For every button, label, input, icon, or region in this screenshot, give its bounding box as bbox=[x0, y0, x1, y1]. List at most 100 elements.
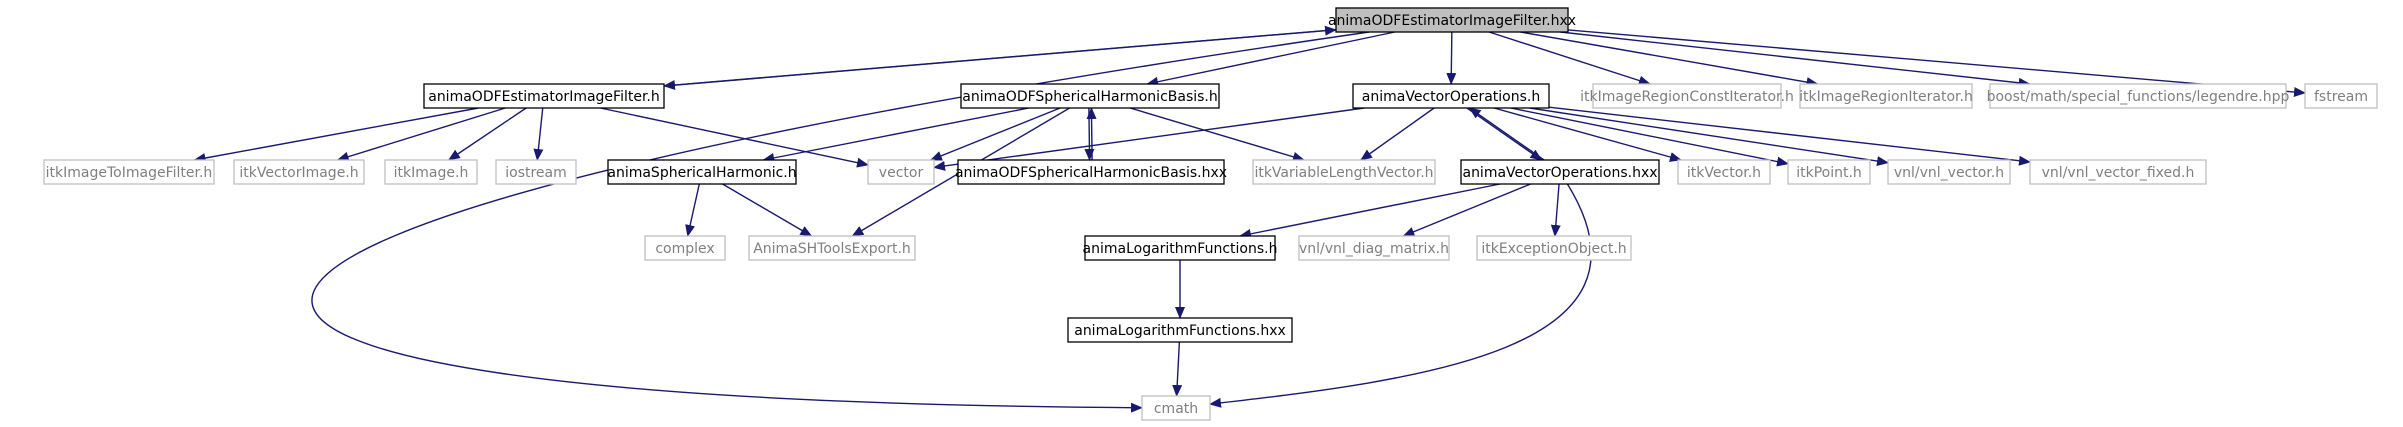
edge-shbasis_h-to-vector bbox=[929, 107, 1061, 161]
node-cmath[interactable]: cmath bbox=[1141, 395, 1211, 421]
node-label-export_h: AnimaSHToolsExport.h bbox=[753, 241, 911, 257]
node-itkImageToImageFilter[interactable]: itkImageToImageFilter.h bbox=[43, 159, 215, 185]
edge-vecops_h-to-itkVector bbox=[1493, 107, 1682, 162]
node-box-vecops_hxx[interactable] bbox=[1460, 159, 1660, 185]
node-box-vnl_diag_matrix[interactable] bbox=[1298, 235, 1450, 261]
node-box-vnl_vector[interactable] bbox=[1887, 159, 2011, 185]
node-box-itkImage[interactable] bbox=[384, 159, 478, 185]
edges-layer bbox=[193, 25, 2306, 413]
edge-filter_h-to-vector bbox=[600, 107, 869, 168]
node-box-itkImageRegionConstIterator[interactable] bbox=[1592, 83, 1782, 109]
node-box-filter_h[interactable] bbox=[423, 83, 665, 109]
node-box-vecops_h[interactable] bbox=[1352, 83, 1550, 109]
edge-filter_h-to-root bbox=[663, 25, 1337, 87]
edge-vecops_hxx-to-vecops_h bbox=[1468, 107, 1545, 161]
edge-shbasis_hxx-to-shbasis_h bbox=[1086, 107, 1097, 161]
node-box-shbasis_h[interactable] bbox=[960, 83, 1220, 109]
node-box-logfun_h[interactable] bbox=[1084, 235, 1276, 261]
node-label-cmath: cmath bbox=[1154, 401, 1198, 417]
node-box-itkVector[interactable] bbox=[1677, 159, 1771, 185]
node-box-itkImageToImageFilter[interactable] bbox=[43, 159, 215, 185]
node-logfun_h[interactable]: animaLogarithmFunctions.h bbox=[1083, 235, 1278, 261]
node-label-vnl_vector_fixed: vnl/vnl_vector_fixed.h bbox=[2042, 165, 2195, 181]
node-box-complex[interactable] bbox=[644, 235, 726, 261]
node-box-itkExceptionObject[interactable] bbox=[1476, 235, 1632, 261]
node-itkImage[interactable]: itkImage.h bbox=[384, 159, 478, 185]
node-fstream[interactable]: fstream bbox=[2304, 83, 2378, 109]
node-label-fstream: fstream bbox=[2314, 89, 2368, 105]
node-label-vector: vector bbox=[879, 165, 924, 181]
node-label-vnl_vector: vnl/vnl_vector.h bbox=[1894, 165, 2004, 181]
node-legendre[interactable]: boost/math/special_functions/legendre.hp… bbox=[1987, 83, 2290, 109]
node-label-itkImageRegionConstIterator: itkImageRegionConstIterator.h bbox=[1580, 89, 1794, 105]
node-filter_h[interactable]: animaODFEstimatorImageFilter.h bbox=[423, 83, 665, 109]
node-logfun_hxx[interactable]: animaLogarithmFunctions.hxx bbox=[1067, 317, 1293, 343]
node-itkVector[interactable]: itkVector.h bbox=[1677, 159, 1771, 185]
node-box-vnl_vector_fixed[interactable] bbox=[2029, 159, 2207, 185]
node-shbasis_h[interactable]: animaODFSphericalHarmonicBasis.h bbox=[960, 83, 1220, 109]
node-box-fstream[interactable] bbox=[2304, 83, 2378, 109]
edge-root-to-vecops_h bbox=[1446, 31, 1457, 85]
node-itkImageRegionConstIterator[interactable]: itkImageRegionConstIterator.h bbox=[1580, 83, 1794, 109]
node-label-itkPoint: itkPoint.h bbox=[1796, 165, 1862, 181]
nodes-layer: animaODFEstimatorImageFilter.hxx animaODF… bbox=[43, 7, 2378, 421]
node-box-cmath[interactable] bbox=[1141, 395, 1211, 421]
node-itkVariableLengthVector[interactable]: itkVariableLengthVector.h bbox=[1252, 159, 1436, 185]
edge-vecops_h-to-vector bbox=[933, 107, 1365, 171]
node-label-vecops_h: animaVectorOperations.h bbox=[1362, 89, 1540, 105]
node-export_h[interactable]: AnimaSHToolsExport.h bbox=[748, 235, 916, 261]
edge-vecops_hxx-to-vnl_diag_matrix bbox=[1402, 183, 1531, 237]
edge-filter_h-to-itkVectorImage bbox=[336, 107, 506, 162]
node-box-export_h[interactable] bbox=[748, 235, 916, 261]
node-box-itkPoint[interactable] bbox=[1787, 159, 1871, 185]
node-itkImageRegionIterator[interactable]: itkImageRegionIterator.h bbox=[1799, 83, 1973, 109]
node-box-sh_h[interactable] bbox=[607, 159, 797, 185]
node-label-iostream: iostream bbox=[505, 165, 567, 181]
edge-shbasis_h-to-shbasis_hxx bbox=[1084, 107, 1095, 161]
edge-vecops_h-to-vecops_hxx bbox=[1466, 107, 1543, 161]
node-box-shbasis_hxx[interactable] bbox=[957, 159, 1225, 185]
node-vector[interactable]: vector bbox=[867, 159, 935, 185]
node-vecops_hxx[interactable]: animaVectorOperations.hxx bbox=[1460, 159, 1660, 185]
node-label-logfun_hxx: animaLogarithmFunctions.hxx bbox=[1074, 323, 1286, 339]
edge-vecops_h-to-vnl_vector bbox=[1529, 107, 1889, 166]
edge-root-to-legendre bbox=[1560, 31, 2031, 88]
node-box-itkVectorImage[interactable] bbox=[233, 159, 365, 185]
node-box-legendre[interactable] bbox=[1989, 83, 2287, 109]
node-vecops_h[interactable]: animaVectorOperations.h bbox=[1352, 83, 1550, 109]
node-itkExceptionObject[interactable]: itkExceptionObject.h bbox=[1476, 235, 1632, 261]
edge-vecops_hxx-to-logfun_h bbox=[1239, 183, 1501, 239]
node-vnl_vector_fixed[interactable]: vnl/vnl_vector_fixed.h bbox=[2029, 159, 2207, 185]
node-box-itkImageRegionIterator[interactable] bbox=[1799, 83, 1973, 109]
edge-shbasis_h-to-itkVariableLengthVector bbox=[1129, 107, 1305, 162]
node-root: animaODFEstimatorImageFilter.hxx bbox=[1328, 7, 1576, 33]
node-sh_h[interactable]: animaSphericalHarmonic.h bbox=[607, 159, 797, 185]
node-shbasis_hxx[interactable]: animaODFSphericalHarmonicBasis.hxx bbox=[955, 159, 1227, 185]
edge-filter_h-to-iostream bbox=[533, 107, 544, 161]
node-vnl_diag_matrix[interactable]: vnl/vnl_diag_matrix.h bbox=[1298, 235, 1450, 261]
edge-root-to-shbasis_h bbox=[1146, 31, 1395, 87]
node-label-shbasis_hxx: animaODFSphericalHarmonicBasis.hxx bbox=[955, 165, 1227, 181]
node-box-itkVariableLengthVector[interactable] bbox=[1252, 159, 1436, 185]
node-iostream[interactable]: iostream bbox=[495, 159, 577, 185]
node-label-itkImageToImageFilter: itkImageToImageFilter.h bbox=[46, 165, 213, 181]
node-label-itkVariableLengthVector: itkVariableLengthVector.h bbox=[1254, 165, 1433, 181]
node-box-iostream[interactable] bbox=[495, 159, 577, 185]
node-itkVectorImage[interactable]: itkVectorImage.h bbox=[233, 159, 365, 185]
edge-vecops_h-to-itkVariableLengthVector bbox=[1360, 107, 1435, 161]
node-label-legendre: boost/math/special_functions/legendre.hp… bbox=[1987, 89, 2290, 105]
node-itkPoint[interactable]: itkPoint.h bbox=[1787, 159, 1871, 185]
node-label-logfun_h: animaLogarithmFunctions.h bbox=[1083, 241, 1278, 257]
edge-root-to-cmath bbox=[311, 31, 1370, 413]
edge-sh_h-to-export_h bbox=[722, 183, 813, 237]
node-box-logfun_hxx[interactable] bbox=[1067, 317, 1293, 343]
edge-shbasis_h-to-sh_h bbox=[762, 107, 1029, 163]
edge-root-to-itkImageRegionIterator bbox=[1520, 31, 1819, 88]
edge-sh_h-to-complex bbox=[685, 183, 700, 237]
node-vnl_vector[interactable]: vnl/vnl_vector.h bbox=[1887, 159, 2011, 185]
edge-root-to-fstream bbox=[1567, 29, 2306, 97]
node-box-vector[interactable] bbox=[867, 159, 935, 185]
edge-vecops_h-to-vnl_vector_fixed bbox=[1548, 106, 2031, 166]
node-complex[interactable]: complex bbox=[644, 235, 726, 261]
